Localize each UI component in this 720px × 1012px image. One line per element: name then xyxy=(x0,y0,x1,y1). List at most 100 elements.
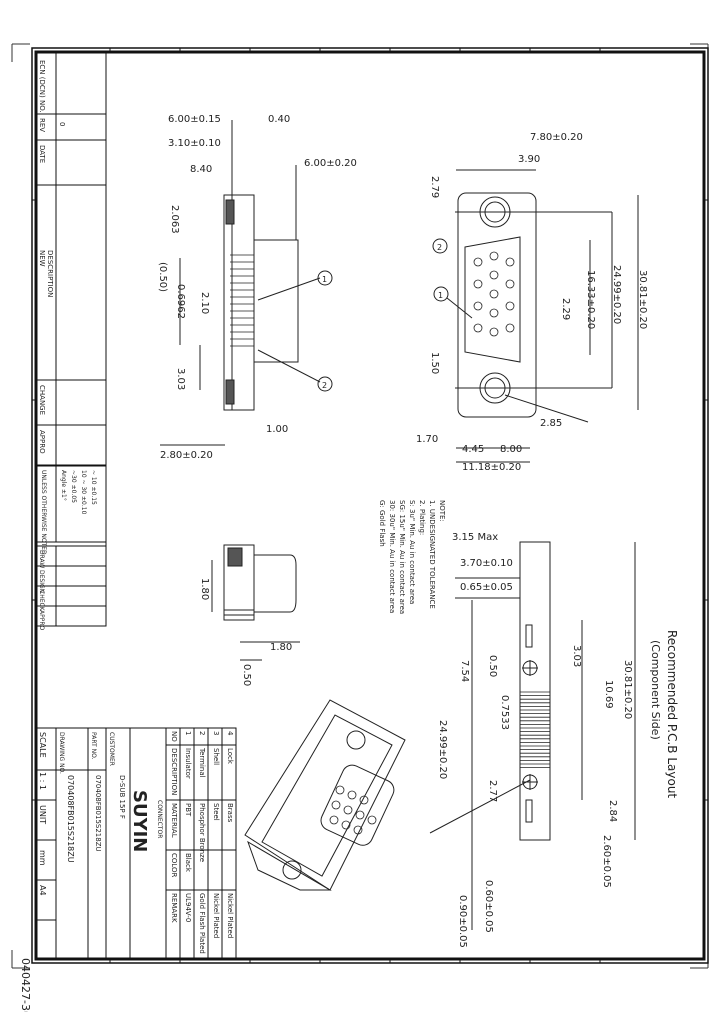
dim-layout-12: 2.77 xyxy=(487,780,498,802)
note-line: 30: 30u" Min. Au in contact area xyxy=(388,500,396,613)
rev-header-new: NEW xyxy=(38,250,46,267)
drawing-id-margin: 040427-30 xyxy=(19,958,32,1012)
dim-layout-3: 0.65±0.05 xyxy=(460,582,513,593)
dim-layout-11: 24.99±0.20 xyxy=(437,720,448,779)
role-design: DESIGN xyxy=(38,570,45,593)
dim-small-1: 1.80 xyxy=(199,578,210,600)
bom-cell: Gold Flash Plated xyxy=(198,893,206,954)
bom-table xyxy=(165,727,237,960)
scale-label: SCALE xyxy=(38,732,47,758)
bom-cell: Black xyxy=(184,853,192,873)
drawing-no-value: 070408FB015S218ZU xyxy=(66,775,75,863)
note-line: SG: 15u" Min. Au in contact area xyxy=(398,500,406,614)
company-name: SUYIN xyxy=(129,790,150,852)
dim-side-9: 3.03 xyxy=(175,368,186,390)
dim-front-2: 3.90 xyxy=(518,154,540,165)
balloon-2-front-label: 2 xyxy=(437,243,442,252)
dim-front-10: 8.00 xyxy=(500,444,522,455)
tolerance-title: UNLESS OTHERWISE NOTED xyxy=(40,470,47,555)
part-no-value: 070408FB015S218ZU xyxy=(94,775,102,852)
dim-front-9: 4.45 xyxy=(462,444,484,455)
balloon-1-front-label: 1 xyxy=(438,291,443,300)
dim-layout-9: 7.54 xyxy=(459,660,470,682)
tolerance-line-4: ~ 10 ±0.15 xyxy=(90,470,97,505)
bom-header: NO xyxy=(170,731,178,742)
rev-value: 0 xyxy=(58,122,66,126)
bom-header: COLOR xyxy=(170,853,178,878)
note-line: 1. UNDESIGNATED TOLERANCE xyxy=(428,500,436,609)
rev-header-description: DESCRIPTION xyxy=(46,250,54,297)
dim-front-7: 2.29 xyxy=(560,298,571,320)
pcb-layout-title: Recommended P.C.B Layout xyxy=(665,630,679,798)
role-draw: DRAW xyxy=(38,550,45,568)
dim-layout-8: 0.50 xyxy=(487,655,498,677)
bom-cell: Shell xyxy=(212,748,220,765)
tolerance-line-1: Angle ±1° xyxy=(60,470,67,501)
bom-header: REMARK xyxy=(170,893,178,923)
rev-header-date: DATE xyxy=(38,145,46,163)
company-subtitle: CONNECTOR xyxy=(156,800,163,838)
dim-front-6: 30.81±0.20 xyxy=(637,270,648,329)
bom-cell: Insulator xyxy=(184,748,192,779)
dim-layout-10: 0.7533 xyxy=(499,695,510,730)
pin-array xyxy=(473,251,515,337)
unit-label: UNIT xyxy=(38,805,47,824)
bom-cell: Nickel Plated xyxy=(226,893,234,938)
role-appro: APPRO xyxy=(38,610,45,631)
dim-side-11: 2.80±0.20 xyxy=(160,450,213,461)
customer-name: D-SUB 15P F xyxy=(118,775,126,819)
dim-layout-13: 2.60±0.05 xyxy=(601,835,612,888)
unit-value: mm xyxy=(38,850,47,866)
bom-cell: Brass xyxy=(226,803,234,823)
rev-header-appro: APPRO xyxy=(38,430,46,454)
role-check: CHECK xyxy=(38,590,45,612)
balloon-2-side-label: 2 xyxy=(322,381,327,390)
bom-cell: 3 xyxy=(212,731,220,735)
isometric-view xyxy=(244,699,406,891)
rev-header-rev: REV xyxy=(38,118,46,132)
dim-side-6: 2.063 xyxy=(169,205,180,234)
bom-header: DESCRIPTION xyxy=(170,748,178,795)
dim-front-8: 1.50 xyxy=(429,352,440,374)
front-view xyxy=(432,169,639,463)
customer-label: CUSTOMER xyxy=(108,732,115,766)
bom-cell: Nickel Plated xyxy=(212,893,220,938)
note-line: S: 3u" Min. Au in contact area xyxy=(408,500,416,604)
bom-cell: 4 xyxy=(226,731,234,736)
bom-cell: 2 xyxy=(198,731,206,735)
balloon-1-front xyxy=(433,286,449,302)
dim-side-10: 1.00 xyxy=(266,424,288,435)
bom-cell: PBT xyxy=(184,803,192,817)
dim-side-3: 3.10±0.10 xyxy=(168,138,221,149)
dim-side-2: 0.40 xyxy=(268,114,290,125)
note-line: 2. Plating: xyxy=(418,500,426,535)
dim-side-8: 2.10 xyxy=(199,292,210,314)
bom-cell: Terminal xyxy=(198,747,206,778)
drawing-no-label: DRAWING NO. xyxy=(58,732,65,774)
dim-layout-2: 3.70±0.10 xyxy=(460,558,513,569)
dim-layout-14: 0.60±0.05 xyxy=(483,880,494,933)
dim-front-11: 11.18±0.20 xyxy=(462,462,521,473)
bom-cell: 1 xyxy=(184,731,192,735)
notes-title: NOTE: xyxy=(438,500,446,522)
dim-front-1: 7.80±0.20 xyxy=(530,132,583,143)
bom-header: MATERIAL xyxy=(170,803,178,838)
dim-side-12: (0.50) xyxy=(157,262,168,292)
rev-header-ecn: ECN (DCN) NO. xyxy=(38,60,46,113)
balloon-1-side xyxy=(317,270,333,286)
dim-layout-7: 2.84 xyxy=(607,800,618,822)
small-side-view xyxy=(211,544,300,661)
dim-layout-5: 10.69 xyxy=(603,680,614,709)
dim-layout-15: 0.90±0.05 xyxy=(457,895,468,948)
dim-front-4: 16.33±0.20 xyxy=(585,270,596,329)
pcb-layout-view xyxy=(429,541,636,930)
note-line: G: Gold Flash xyxy=(378,500,386,547)
scale-value: 1 : 1 xyxy=(38,772,47,790)
dim-side-7: 0.6962 xyxy=(175,284,186,319)
dim-side-1: 6.00±0.15 xyxy=(168,114,221,125)
pcb-layout-subtitle: (Component Side) xyxy=(649,640,662,740)
rev-header-change: CHANGE xyxy=(38,385,46,415)
dim-front-12: 2.85 xyxy=(540,418,562,429)
pcb-pad-rows xyxy=(520,691,550,768)
dim-side-5: 6.00±0.20 xyxy=(304,158,357,169)
